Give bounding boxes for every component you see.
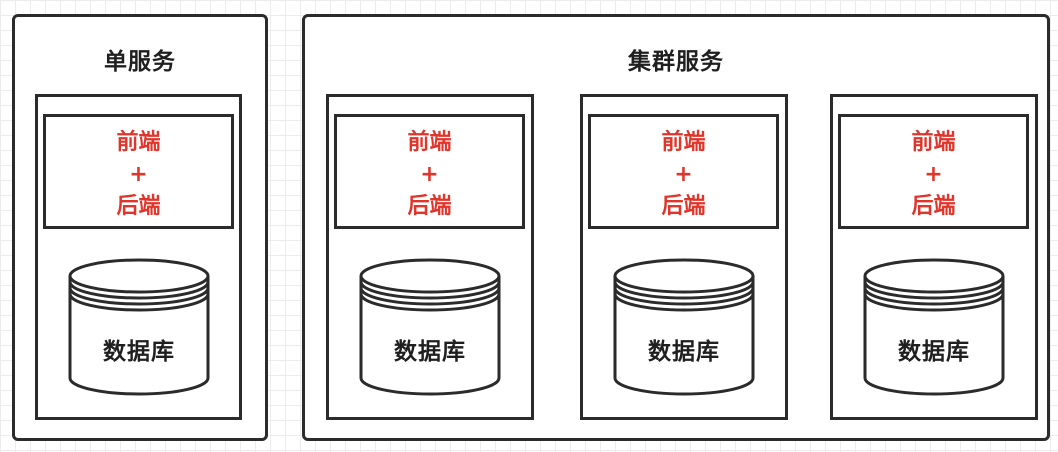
app-box-frontend-backend: 前端 + 后端: [43, 114, 234, 229]
database-icon: [613, 258, 755, 396]
single-service-title: 单服务: [104, 49, 176, 75]
cluster-service-group: 集群服务 前端 + 后端 数据库 前端 + 后端 数据库 前端 + 后端: [302, 14, 1050, 441]
backend-label: 后端: [911, 194, 956, 219]
database-cylinder: 数据库: [612, 258, 756, 397]
database-cylinder: 数据库: [358, 258, 502, 397]
database-icon: [863, 258, 1005, 396]
app-box-frontend-backend: 前端 + 后端: [334, 114, 525, 229]
server-node: 前端 + 后端 数据库: [580, 94, 788, 420]
frontend-label: 前端: [407, 130, 452, 155]
backend-label: 后端: [407, 194, 452, 219]
backend-label: 后端: [116, 194, 161, 219]
plus-label: +: [674, 162, 693, 187]
backend-label: 后端: [661, 194, 706, 219]
database-icon: [359, 258, 501, 396]
server-node: 前端 + 后端 数据库: [35, 94, 242, 420]
frontend-label: 前端: [661, 130, 706, 155]
server-node: 前端 + 后端 数据库: [830, 94, 1038, 420]
database-label: 数据库: [898, 339, 970, 365]
frontend-label: 前端: [116, 130, 161, 155]
plus-label: +: [924, 162, 943, 187]
cluster-service-title: 集群服务: [628, 49, 724, 75]
frontend-label: 前端: [911, 130, 956, 155]
database-cylinder: 数据库: [67, 258, 211, 397]
app-box-frontend-backend: 前端 + 后端: [838, 114, 1029, 229]
app-box-frontend-backend: 前端 + 后端: [588, 114, 779, 229]
database-icon: [68, 258, 210, 396]
database-label: 数据库: [648, 339, 720, 365]
database-label: 数据库: [394, 339, 466, 365]
plus-label: +: [129, 162, 148, 187]
server-node: 前端 + 后端 数据库: [326, 94, 534, 420]
plus-label: +: [420, 162, 439, 187]
database-label: 数据库: [103, 339, 175, 365]
database-cylinder: 数据库: [862, 258, 1006, 397]
single-service-group: 单服务 前端 + 后端 数据库: [12, 14, 268, 441]
